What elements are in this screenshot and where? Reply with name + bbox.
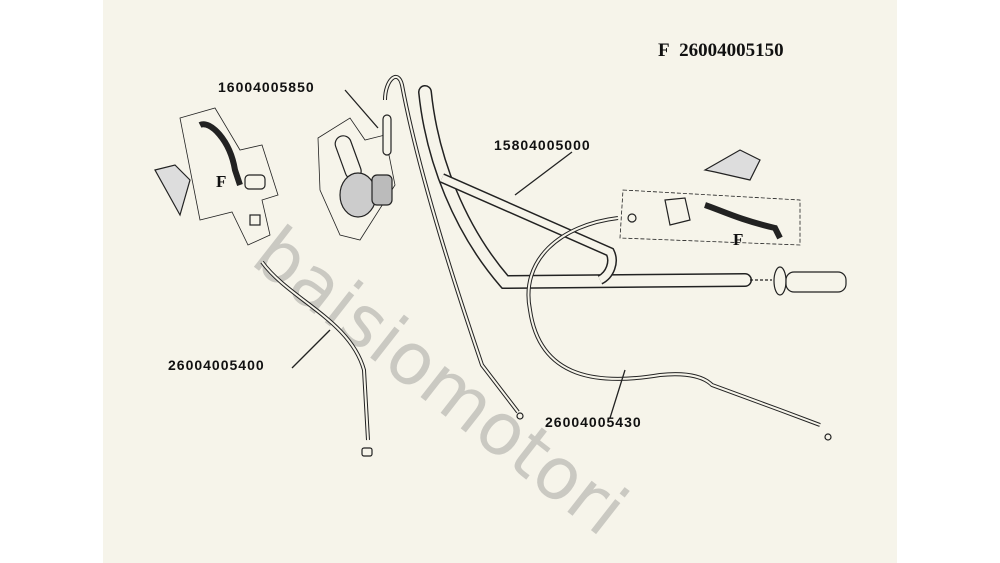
left-lever-kit bbox=[154, 107, 279, 246]
kit-code: F 26004005150 bbox=[658, 40, 784, 62]
callout-handlebar: 15804005000 bbox=[494, 137, 591, 153]
kit-prefix: F bbox=[658, 40, 670, 61]
brake-cable bbox=[526, 216, 832, 441]
marker-f-right: F bbox=[733, 230, 744, 249]
clutch-cable bbox=[260, 260, 373, 457]
right-lever-kit bbox=[619, 149, 801, 246]
throttle-cable bbox=[383, 75, 524, 420]
throttle-assembly bbox=[317, 114, 396, 241]
callout-clutch-cable: 26004005400 bbox=[168, 357, 265, 373]
kit-number: 26004005150 bbox=[679, 40, 784, 61]
callout-throttle: 16004005850 bbox=[218, 79, 315, 95]
handlebar bbox=[418, 85, 752, 290]
right-grip bbox=[750, 266, 847, 296]
callout-brake-cable: 26004005430 bbox=[545, 414, 642, 430]
leader-lines bbox=[291, 89, 626, 419]
marker-f-left: F bbox=[216, 172, 227, 191]
